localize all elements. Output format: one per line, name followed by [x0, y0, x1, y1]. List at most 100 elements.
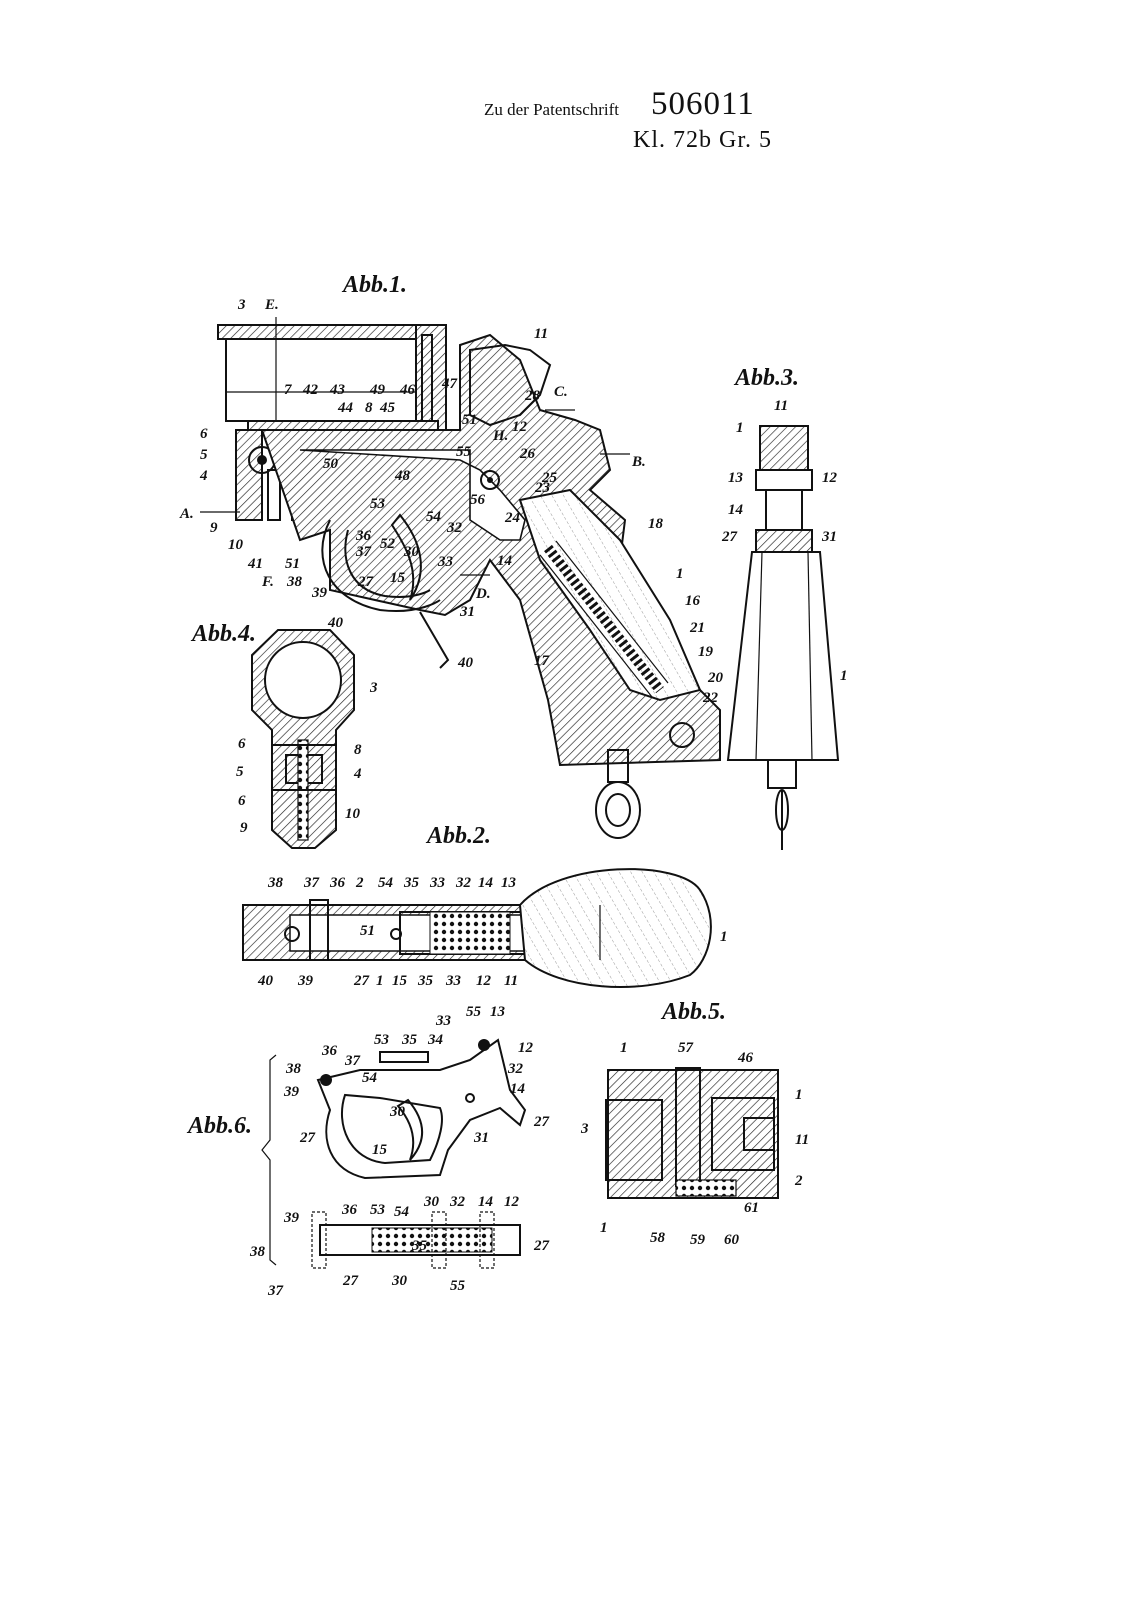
fig1-label: 23	[534, 480, 551, 496]
fig1-label: 37	[355, 544, 372, 560]
fig1-label: 51	[285, 556, 300, 572]
fig5-label: 11	[795, 1132, 809, 1148]
fig2-label: 35	[417, 973, 434, 989]
fig6-label: 27	[533, 1238, 550, 1254]
figure-1-title: Abb.1.	[341, 272, 407, 298]
fig2-label: 12	[476, 973, 492, 989]
fig1-label: 50	[323, 456, 339, 472]
fig1-label: 46	[399, 382, 416, 398]
fig1-label: 48	[394, 468, 411, 484]
fig1-label: 21	[689, 620, 705, 636]
fig6-label: 15	[372, 1142, 388, 1158]
fig1-label: C.	[554, 384, 568, 400]
fig1-label: 15	[390, 570, 406, 586]
fig1-label: 40	[327, 615, 344, 631]
fig2-label: 33	[445, 973, 462, 989]
fig6-label: 31	[473, 1130, 489, 1146]
fig1-label: 14	[497, 553, 513, 569]
fig6-label: 30	[423, 1194, 440, 1210]
fig6-label: 27	[533, 1114, 550, 1130]
fig4-label: 3	[369, 680, 378, 696]
fig3-label: 13	[728, 470, 744, 486]
fig1-label: 31	[459, 604, 475, 620]
fig6-label: 37	[344, 1053, 361, 1069]
fig6-label: 33	[435, 1013, 452, 1029]
fig5-label: 61	[744, 1200, 759, 1216]
fig6-label: 39	[283, 1084, 300, 1100]
fig4-label: 4	[353, 766, 362, 782]
fig1-label: 20	[707, 670, 724, 686]
fig4-label: 10	[345, 806, 361, 822]
fig2-label: 13	[501, 875, 517, 891]
fig6-label: 53	[370, 1202, 386, 1218]
fig6-label: 35	[411, 1238, 428, 1254]
fig4-label: 8	[354, 742, 362, 758]
fig6-label: 12	[504, 1194, 520, 1210]
fig6-label: 55	[466, 1004, 482, 1020]
fig1-label: 30	[403, 544, 420, 560]
fig3-label: 27	[721, 529, 738, 545]
fig5-label: 57	[678, 1040, 694, 1056]
fig1-label: E.	[264, 297, 279, 313]
fig6-label: 36	[341, 1202, 358, 1218]
fig1-label: 56	[470, 492, 486, 508]
fig1-label: 47	[441, 376, 458, 392]
fig1-label: 43	[329, 382, 346, 398]
fig1-label: 40	[457, 655, 474, 671]
fig6-label: 30	[389, 1104, 406, 1120]
figure-6-title: Abb.6.	[186, 1113, 252, 1139]
fig6-label: 14	[510, 1081, 526, 1097]
fig4-label: 5	[236, 764, 244, 780]
fig2-label: 15	[392, 973, 408, 989]
fig1-label: D.	[475, 586, 491, 602]
fig1-label: 8	[365, 400, 373, 416]
figure-2-title: Abb.2.	[425, 823, 491, 849]
fig1-label: 42	[302, 382, 319, 398]
fig2-label: 36	[329, 875, 346, 891]
fig2-label: 38	[267, 875, 284, 891]
fig1-label: 19	[698, 644, 714, 660]
fig2-label: 14	[478, 875, 494, 891]
fig1-label: 6	[200, 426, 208, 442]
fig1-label: 17	[534, 653, 550, 669]
fig2-label: 1	[376, 973, 384, 989]
fig5-label: 46	[737, 1050, 754, 1066]
fig1-label: B.	[631, 454, 646, 470]
fig6-label: 54	[394, 1204, 410, 1220]
fig1-label: H.	[492, 428, 508, 444]
fig5-label: 58	[650, 1230, 666, 1246]
fig1-label: A.	[179, 506, 194, 522]
fig1-label: 10	[228, 537, 244, 553]
fig1-label: 39	[311, 585, 328, 601]
fig1-label: 49	[369, 382, 386, 398]
fig2-label: 27	[353, 973, 370, 989]
fig1-label: 1	[676, 566, 684, 582]
fig6-label: 54	[362, 1070, 378, 1086]
fig2-label: 33	[429, 875, 446, 891]
figure-1: Abb.1.	[179, 272, 724, 839]
fig1-label: 12	[512, 419, 528, 435]
fig2-label: 11	[504, 973, 518, 989]
fig1-label: 18	[648, 516, 664, 532]
fig1-label: 54	[426, 509, 442, 525]
patent-class: Kl. 72b Gr. 5	[633, 127, 772, 153]
fig2-label: 54	[378, 875, 394, 891]
fig5-label: 2	[794, 1173, 803, 1189]
fig1-label: 4	[199, 468, 208, 484]
fig2-label: 35	[403, 875, 420, 891]
fig6-label: 39	[283, 1210, 300, 1226]
header-label: Zu der Patentschrift	[484, 100, 620, 119]
fig1-label: 9	[210, 520, 218, 536]
fig1-label: 33	[437, 554, 454, 570]
fig1-label: 32	[446, 520, 463, 536]
fig1-label: 41	[247, 556, 263, 572]
fig6-label: 37	[267, 1283, 284, 1299]
fig3-label: 14	[728, 502, 744, 518]
fig1-label: 52	[380, 536, 396, 552]
fig1-label: 7	[284, 382, 292, 398]
fig6-label: 55	[450, 1278, 466, 1294]
fig3-label: 1	[840, 668, 848, 684]
fig3-label: 12	[822, 470, 838, 486]
